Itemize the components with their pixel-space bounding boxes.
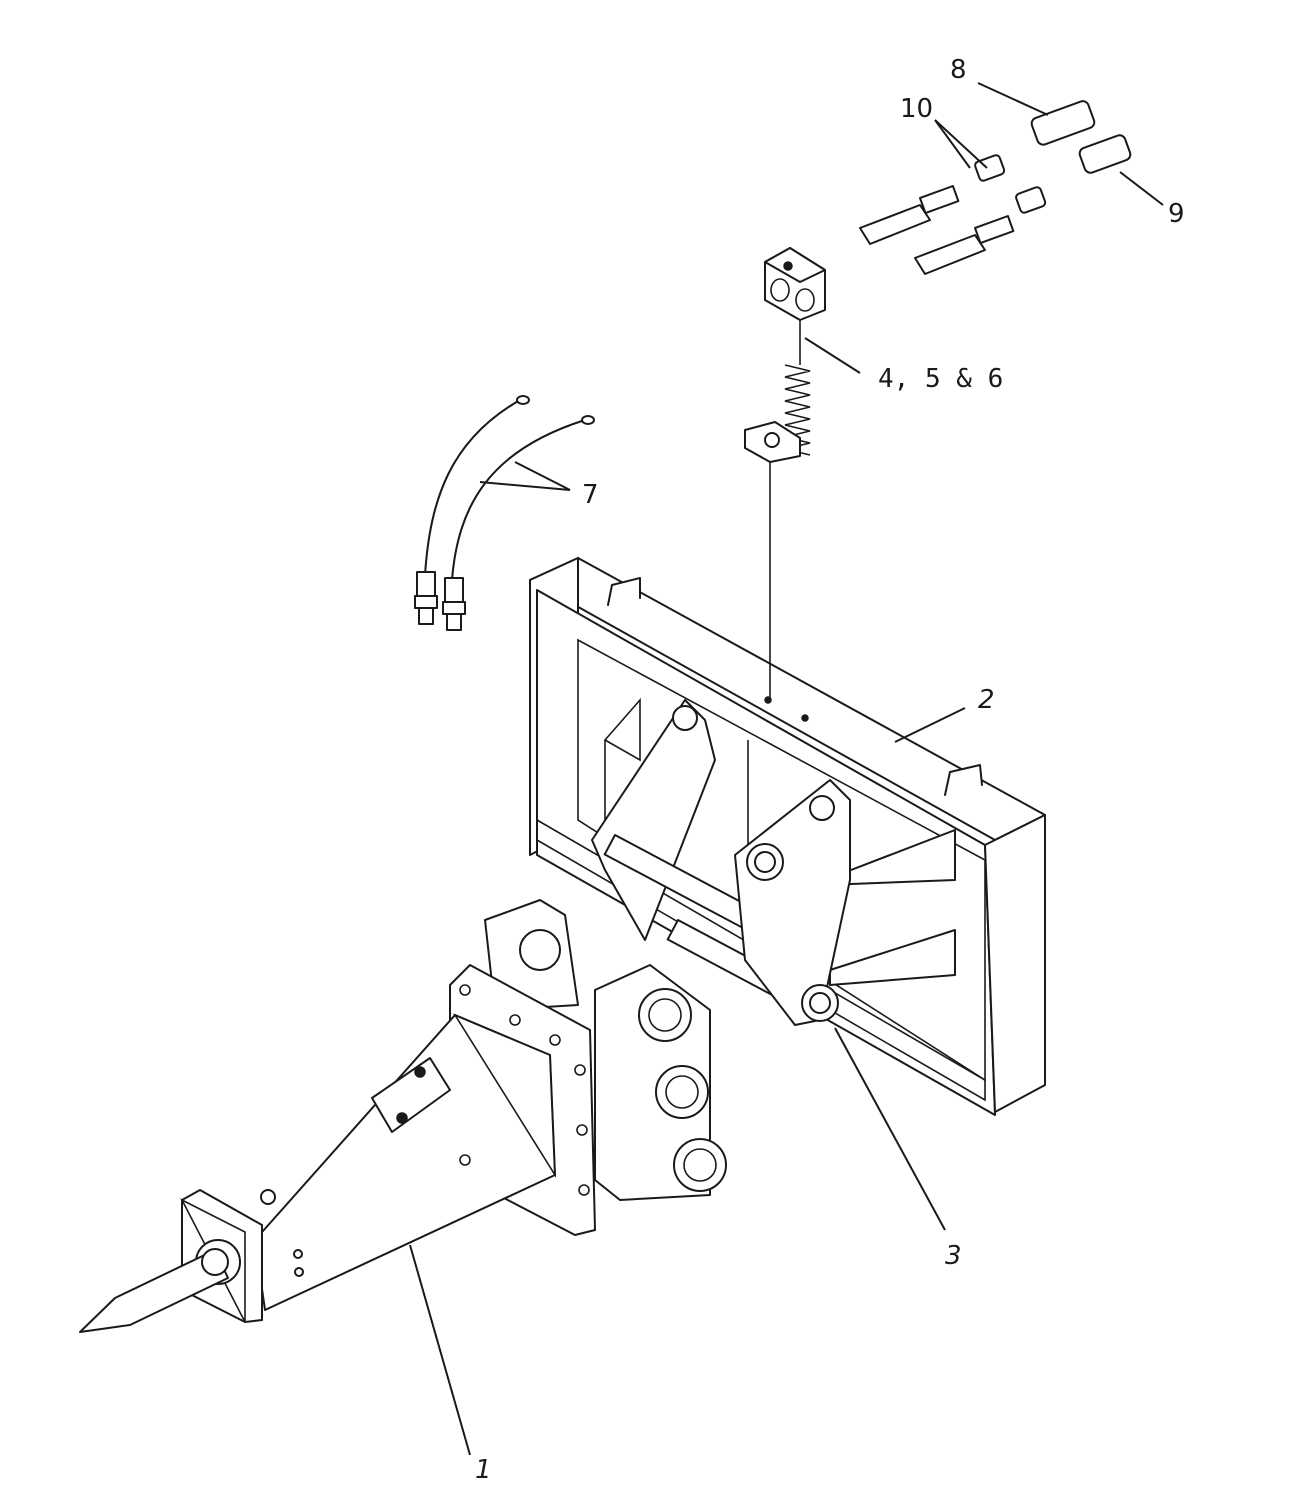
- hydraulic-hammer: [79, 899, 727, 1333]
- leader-lines: [409, 82, 1164, 1456]
- mounting-bracket-pins: [591, 699, 851, 1026]
- callout-2: 2: [978, 685, 995, 715]
- callout-10: 10: [900, 94, 933, 124]
- hydraulic-hoses: [414, 395, 595, 631]
- hose-clamp-spring-assembly: [744, 247, 826, 700]
- callout-4-5-6: 4, 5 & 6: [878, 364, 1003, 394]
- callout-7: 7: [582, 480, 599, 510]
- callout-9: 9: [1168, 199, 1185, 229]
- callout-1: 1: [475, 1455, 492, 1485]
- quick-couplers-and-fittings: [859, 100, 1132, 275]
- callout-3: 3: [945, 1241, 962, 1271]
- callout-8: 8: [950, 55, 967, 85]
